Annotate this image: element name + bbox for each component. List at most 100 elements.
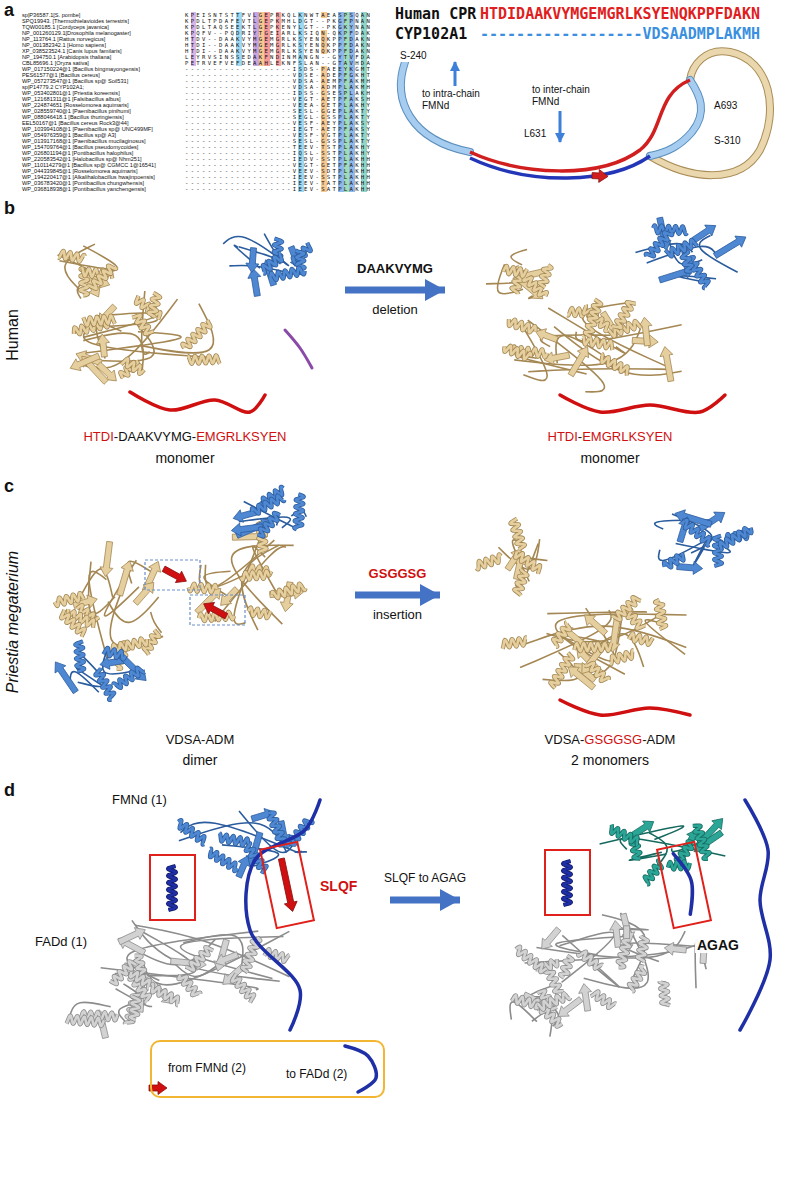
residue: - (208, 156, 214, 162)
residue: S (304, 150, 310, 156)
residue: L (202, 24, 208, 30)
residue: V (242, 42, 248, 48)
residue: A (355, 48, 361, 54)
residue: - (185, 156, 191, 162)
residue: - (242, 162, 248, 168)
residue: - (230, 180, 236, 186)
helix-ribbon (252, 496, 284, 514)
annotation: to intra-chain FMNd (420, 88, 504, 111)
helix-ribbon (178, 820, 204, 845)
helix-outline (503, 637, 527, 648)
helix-outline (504, 346, 531, 360)
residue: - (196, 84, 202, 90)
residue: L (304, 60, 310, 66)
residue: - (287, 168, 293, 174)
residue: - (259, 108, 265, 114)
helix-ribbon (113, 668, 144, 688)
helix-outline (591, 991, 616, 1008)
residue: - (202, 72, 208, 78)
residue: - (259, 78, 265, 84)
residue: - (276, 138, 282, 144)
residue: - (208, 174, 214, 180)
helix-ribbon (685, 520, 710, 546)
residue: - (236, 138, 242, 144)
residue: G (304, 96, 310, 102)
residue: T (196, 60, 202, 66)
residue: N (367, 48, 373, 54)
sequence-row: -------------------IEEV-SATPLAKHH (185, 186, 372, 192)
helix-outline (132, 315, 153, 334)
beta-strand (660, 347, 674, 382)
residue: - (202, 162, 208, 168)
residue: - (276, 144, 282, 150)
residue: Y (367, 138, 373, 144)
helix-outline (152, 984, 178, 1006)
sequence-text: VDSA-ADM (164, 733, 237, 748)
residue: - (225, 162, 231, 168)
residue: - (236, 162, 242, 168)
helix-ribbon (537, 993, 570, 1010)
residue: T (310, 24, 316, 30)
helix-outline (189, 584, 217, 593)
residue: - (185, 108, 191, 114)
residue: - (247, 84, 253, 90)
residue: D (304, 66, 310, 72)
residue: - (196, 162, 202, 168)
mutant-loop (673, 851, 698, 915)
text-segment: insertion (367, 608, 429, 623)
residue: A (355, 36, 361, 42)
sequence-text: VDSA-GSGGSG-ADM (543, 733, 678, 748)
residue: V (310, 174, 316, 180)
process-arrow (390, 897, 460, 904)
residue: N (315, 54, 321, 60)
residue: L (310, 108, 316, 114)
residue: H (367, 96, 373, 102)
helix-outline (682, 251, 693, 271)
residue: S (213, 54, 219, 60)
beta-strand (568, 347, 589, 377)
residue: - (191, 114, 197, 120)
helix-outline (665, 240, 697, 257)
residue: - (253, 108, 259, 114)
residue: V (208, 30, 214, 36)
residue: - (236, 84, 242, 90)
helix-outline (563, 861, 571, 905)
residue: - (230, 66, 236, 72)
residue: - (270, 150, 276, 156)
residue: - (185, 102, 191, 108)
residue: - (208, 186, 214, 192)
residue: - (287, 174, 293, 180)
helix-ribbon (189, 584, 217, 593)
text-segment: ADM (647, 732, 676, 747)
residue: - (219, 102, 225, 108)
residue: - (281, 168, 287, 174)
sequence-name: sp|P14779.2 CYP102A1; (22, 84, 84, 90)
residue: - (213, 66, 219, 72)
residue: - (208, 48, 214, 54)
residue: - (230, 102, 236, 108)
residue: H (361, 186, 367, 192)
deleted-loop (130, 392, 265, 412)
residue: - (225, 168, 231, 174)
sequence-name: PES61577@1 [Bacillus cereus] (22, 72, 100, 78)
residue: - (191, 174, 197, 180)
highlight-group (260, 842, 314, 928)
residue: - (242, 126, 248, 132)
residue: - (264, 174, 270, 180)
helix-outline (113, 668, 144, 688)
residue: K (355, 72, 361, 78)
residue: - (230, 114, 236, 120)
residue: K (355, 108, 361, 114)
residue: K (327, 48, 333, 54)
sequence-name: sp|P36587.1[S. pombe] (22, 12, 80, 18)
domain-label: to FADd (2) (284, 1068, 349, 1082)
residue: K (355, 78, 361, 84)
residue: - (247, 108, 253, 114)
beta-strand (248, 269, 261, 297)
residue: - (264, 168, 270, 174)
sequence-name: WP_121681311@1 [Falsibacillus albus] (22, 96, 121, 102)
residue: - (259, 162, 265, 168)
residue: G (304, 18, 310, 24)
residue: - (213, 72, 219, 78)
residue: - (196, 102, 202, 108)
